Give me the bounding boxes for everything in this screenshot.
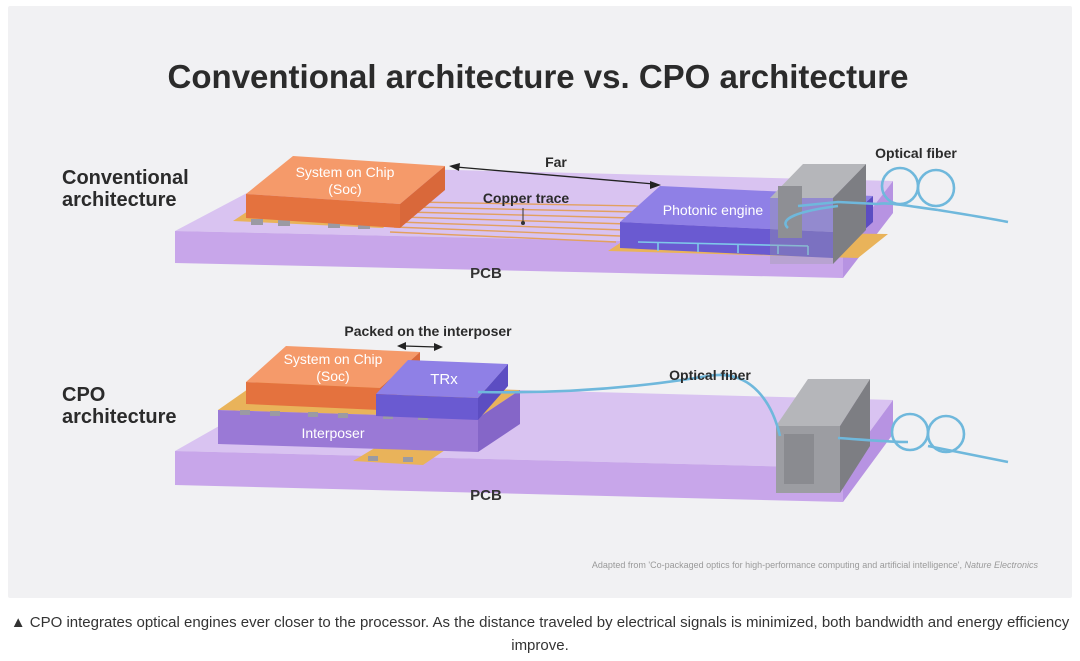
- source-journal: Nature Electronics: [964, 560, 1038, 570]
- conventional-soc-chip: System on Chip (Soc): [246, 156, 445, 228]
- copper-trace-label: Copper trace: [483, 190, 570, 206]
- interposer-label: Interposer: [301, 425, 364, 441]
- conventional-fiber-connector: [770, 164, 866, 264]
- cpo-pcb-label: PCB: [470, 487, 502, 504]
- cpo-soc-label-line2: (Soc): [316, 368, 349, 384]
- trx-label: TRx: [430, 371, 458, 388]
- figure-caption: ▲ CPO integrates optical engines ever cl…: [10, 614, 1070, 654]
- conventional-optical-fiber-label: Optical fiber: [875, 145, 957, 161]
- conventional-optical-fiber: [784, 166, 1009, 229]
- source-note: Adapted from 'Co-packaged optics for hig…: [592, 560, 1039, 570]
- cpo-fiber-connector: [776, 379, 870, 493]
- cpo-soc-label-line1: System on Chip: [284, 351, 383, 367]
- packed-arrow: Packed on the interposer: [344, 323, 512, 351]
- diagram-panel: Conventional architecture vs. CPO archit…: [8, 6, 1072, 598]
- diagram-title: Conventional architecture vs. CPO archit…: [168, 58, 909, 95]
- architecture-diagram: Conventional architecture vs. CPO archit…: [62, 58, 1039, 570]
- cpo-label-line2: architecture: [62, 406, 177, 428]
- conventional-soc-label-line2: (Soc): [328, 181, 361, 197]
- cpo-optical-fiber: [477, 373, 1009, 464]
- conventional-label-line1: Conventional: [62, 167, 189, 189]
- source-prefix: Adapted from 'Co-packaged optics for hig…: [592, 560, 965, 570]
- cpo-section: CPO architecture PCB Interposer: [62, 323, 1009, 504]
- copper-traces: [389, 201, 641, 243]
- cpo-label-line1: CPO: [62, 384, 105, 406]
- packed-on-interposer-label: Packed on the interposer: [344, 323, 512, 339]
- conventional-label-line2: architecture: [62, 189, 177, 211]
- photonic-engine-label: Photonic engine: [663, 202, 764, 218]
- conventional-section: Conventional architecture PCB: [62, 145, 1009, 282]
- cpo-optical-fiber-label: Optical fiber: [669, 367, 751, 383]
- conventional-soc-label-line1: System on Chip: [296, 164, 395, 180]
- far-label: Far: [545, 154, 567, 170]
- far-arrow: Far: [449, 154, 661, 189]
- conventional-pcb-label: PCB: [470, 265, 502, 282]
